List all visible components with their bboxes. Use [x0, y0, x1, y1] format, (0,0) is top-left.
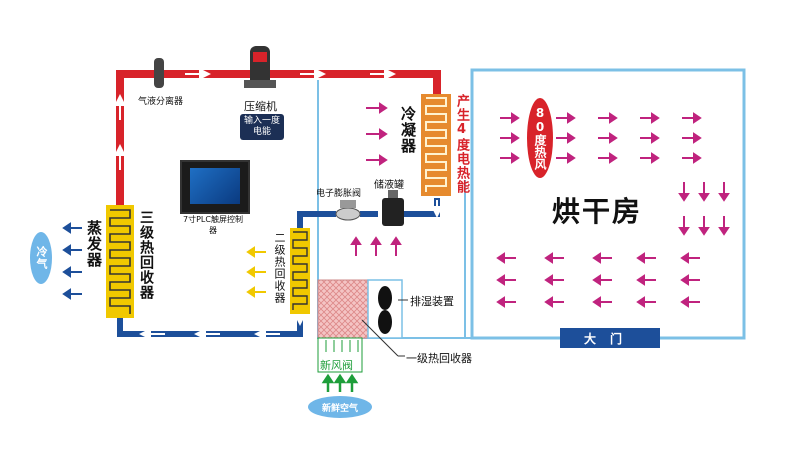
hot-air-arrows-left: [366, 102, 388, 166]
electric-heat-label: 产生4度电热能: [454, 94, 469, 194]
first-stage-label: 一级热回收器: [406, 352, 472, 365]
compressor-label: 压缩机: [244, 100, 277, 113]
receiver-icon: [382, 190, 404, 226]
evaporator-coil: [106, 205, 134, 318]
yellow-arrows: [246, 246, 266, 298]
fresh-air-arrows: [321, 373, 359, 392]
third-stage-label: 三级热回收器: [138, 210, 154, 300]
hot-pipe: [116, 70, 441, 205]
cold-pipe-3: [117, 211, 336, 337]
separator-label: 气液分离器: [138, 97, 184, 107]
hot-air-arrows-room: [500, 112, 702, 164]
expansion-valve-label: 电子膨胀阀: [316, 189, 362, 199]
condenser-coil: [421, 94, 451, 196]
cold-air-label: 冷气: [35, 246, 48, 270]
plc-display: [190, 168, 240, 204]
fresh-air-badge: 新鲜空气: [308, 396, 372, 418]
receiver-label: 储液罐: [374, 180, 404, 191]
up-arrows: [350, 236, 402, 256]
plc-label: 7寸PLC触屏控制器: [183, 215, 243, 235]
return-arrows: [496, 252, 700, 308]
valve-slats: [325, 340, 359, 352]
hot-air-80-badge: 80度热风: [527, 98, 553, 178]
compressor-badge: 输入一度电能: [240, 114, 284, 140]
condenser-label: 冷凝器: [399, 106, 417, 154]
fan-icon: [378, 286, 392, 334]
fresh-air-valve-label: 新风阀: [320, 359, 353, 372]
cold-air-arrows: [62, 222, 82, 300]
first-stage-grid: [317, 279, 369, 339]
cold-pipe: [402, 198, 440, 217]
drying-room-label: 烘干房: [552, 195, 643, 228]
first-stage-leader: [361, 319, 399, 357]
down-arrows: [678, 182, 730, 236]
dehumidify-label: 排湿装置: [410, 295, 454, 308]
expansion-valve-icon: [335, 200, 361, 221]
fresh-air-label: 新鲜空气: [321, 403, 358, 414]
second-stage-coil: [290, 228, 310, 314]
second-stage-label: 二级热回收器: [273, 232, 286, 304]
cold-air-badge: 冷气: [30, 232, 52, 284]
plc-screen: [180, 160, 250, 214]
compressor-icon: [244, 46, 276, 88]
evaporator-label: 蒸发器: [85, 220, 103, 268]
fresh-air-valve-box: [317, 337, 363, 373]
gate-label: 大门: [560, 328, 660, 348]
separator-body: [154, 58, 164, 88]
